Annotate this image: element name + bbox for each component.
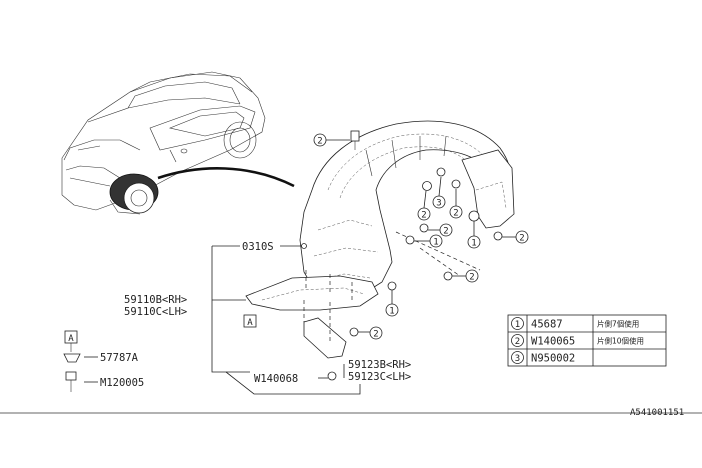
callout-circle-1: 1 xyxy=(467,235,481,249)
reference-label: A xyxy=(68,334,74,344)
callout-circle-2-top: 2 xyxy=(313,133,327,147)
callout-circle-2: 2 xyxy=(515,230,529,244)
legend-num: 2 xyxy=(515,337,520,347)
legend-note: 片側7個使用 xyxy=(597,319,639,329)
callout-label: 1 xyxy=(471,239,476,249)
part-label-59123b-rh: 59123B<RH> xyxy=(348,359,411,371)
legend-note: 片側10個使用 xyxy=(597,336,644,346)
under-cover-drawing xyxy=(245,270,379,359)
callout-label: 3 xyxy=(436,199,441,209)
pointer-curve xyxy=(157,167,295,188)
fender-liner-drawing xyxy=(299,120,515,301)
callout-label: 2 xyxy=(421,211,426,221)
callout-label: 2 xyxy=(373,330,378,340)
legend-num-circle xyxy=(511,351,524,364)
legend-part: 45687 xyxy=(531,319,563,331)
fastener-legend-table: 1 45687 片側7個使用 2 W140065 片側10個使用 3 N9500… xyxy=(507,314,667,367)
part-label-m120005: M120005 xyxy=(100,377,144,389)
callout-circle-2: 2 xyxy=(369,326,383,340)
callout-label: 1 xyxy=(433,238,438,248)
leader-lines xyxy=(84,139,516,395)
callout-circle-1: 1 xyxy=(429,234,443,248)
part-label-59110b-rh: 59110B<RH> xyxy=(124,294,187,306)
legend-num: 1 xyxy=(515,320,520,330)
part-label-59110c-lh: 59110C<LH> xyxy=(124,306,187,318)
callout-label: 2 xyxy=(469,273,474,283)
legend-num: 3 xyxy=(515,354,520,364)
part-label-w140068: W140068 xyxy=(254,373,298,385)
callout-circle-2: 2 xyxy=(417,207,431,221)
callout-circle-3: 3 xyxy=(432,195,446,209)
callout-label: 2 xyxy=(453,209,458,219)
callout-label: 2 xyxy=(443,227,448,237)
callout-circle-2: 2 xyxy=(439,223,453,237)
reference-box-a-legend: A xyxy=(64,330,78,344)
callout-circle-1: 1 xyxy=(385,303,399,317)
car-illustration xyxy=(61,71,266,215)
legend-num-circle xyxy=(511,317,524,330)
part-label-59123c-lh: 59123C<LH> xyxy=(348,371,411,383)
figure-code: A541001151 xyxy=(630,408,684,418)
callout-circle-2: 2 xyxy=(449,205,463,219)
part-label-57787a: 57787A xyxy=(100,352,139,364)
legend-part: N950002 xyxy=(531,353,575,365)
callout-label: 1 xyxy=(389,307,394,317)
legend-part: W140065 xyxy=(531,336,575,348)
fastener-glyphs xyxy=(63,130,503,392)
reference-box-a: A xyxy=(243,314,257,328)
reference-label: A xyxy=(247,318,253,328)
part-label-0310s: 0310S xyxy=(242,241,274,253)
callout-circle-2: 2 xyxy=(465,269,479,283)
callout-label: 2 xyxy=(519,234,524,244)
legend-num-circle xyxy=(511,334,524,347)
callout-label: 2 xyxy=(317,137,322,147)
